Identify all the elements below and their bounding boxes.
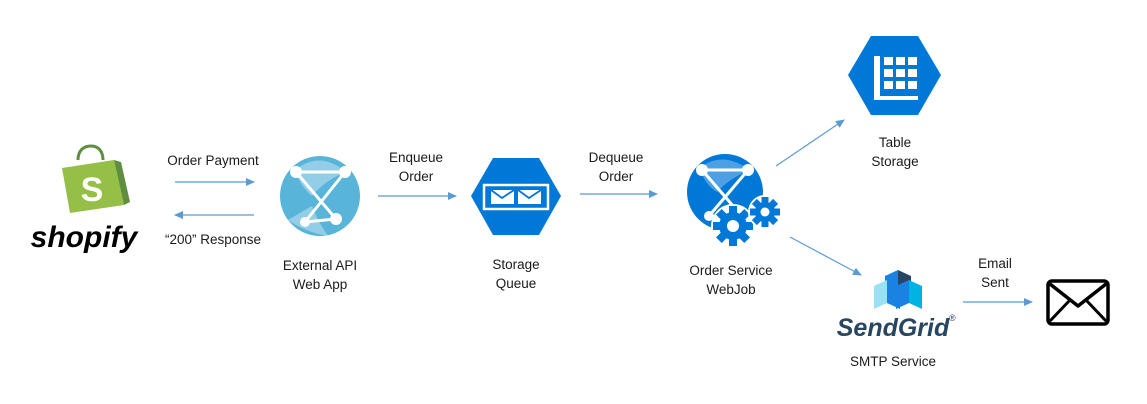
storage-queue-icon	[471, 158, 561, 235]
response-label: “200” Response	[164, 232, 262, 247]
smtp-service-label: SMTP Service	[849, 354, 937, 369]
shopify-logo-text: shopify	[31, 221, 139, 254]
table-grid-icon	[848, 36, 941, 115]
storage-queue-label: Storage Queue	[492, 257, 540, 291]
order-payment-label: Order Payment	[167, 153, 259, 168]
arrow-to-sendgrid	[789, 236, 862, 276]
shopify-bag-icon: S	[62, 144, 130, 213]
sendgrid-logo-text: SendGrid	[837, 314, 950, 342]
shopify-bag-letter: S	[81, 171, 104, 209]
dequeue-order-label: Dequeue Order	[588, 150, 644, 184]
webjob-gears-icon	[687, 154, 782, 248]
envelope-icon	[1046, 279, 1110, 326]
web-app-label: External API Web App	[282, 258, 358, 292]
arrow-to-table	[775, 119, 845, 167]
azure-web-app-icon	[280, 156, 360, 236]
sendgrid-cubes-icon	[874, 270, 922, 309]
enqueue-order-label: Enqueue Order	[388, 150, 444, 184]
webjob-label: Order Service WebJob	[689, 263, 773, 297]
email-sent-label: Email Sent	[978, 256, 1012, 290]
table-storage-label: Table Storage	[871, 135, 919, 169]
sendgrid-trademark: ®	[949, 313, 956, 323]
